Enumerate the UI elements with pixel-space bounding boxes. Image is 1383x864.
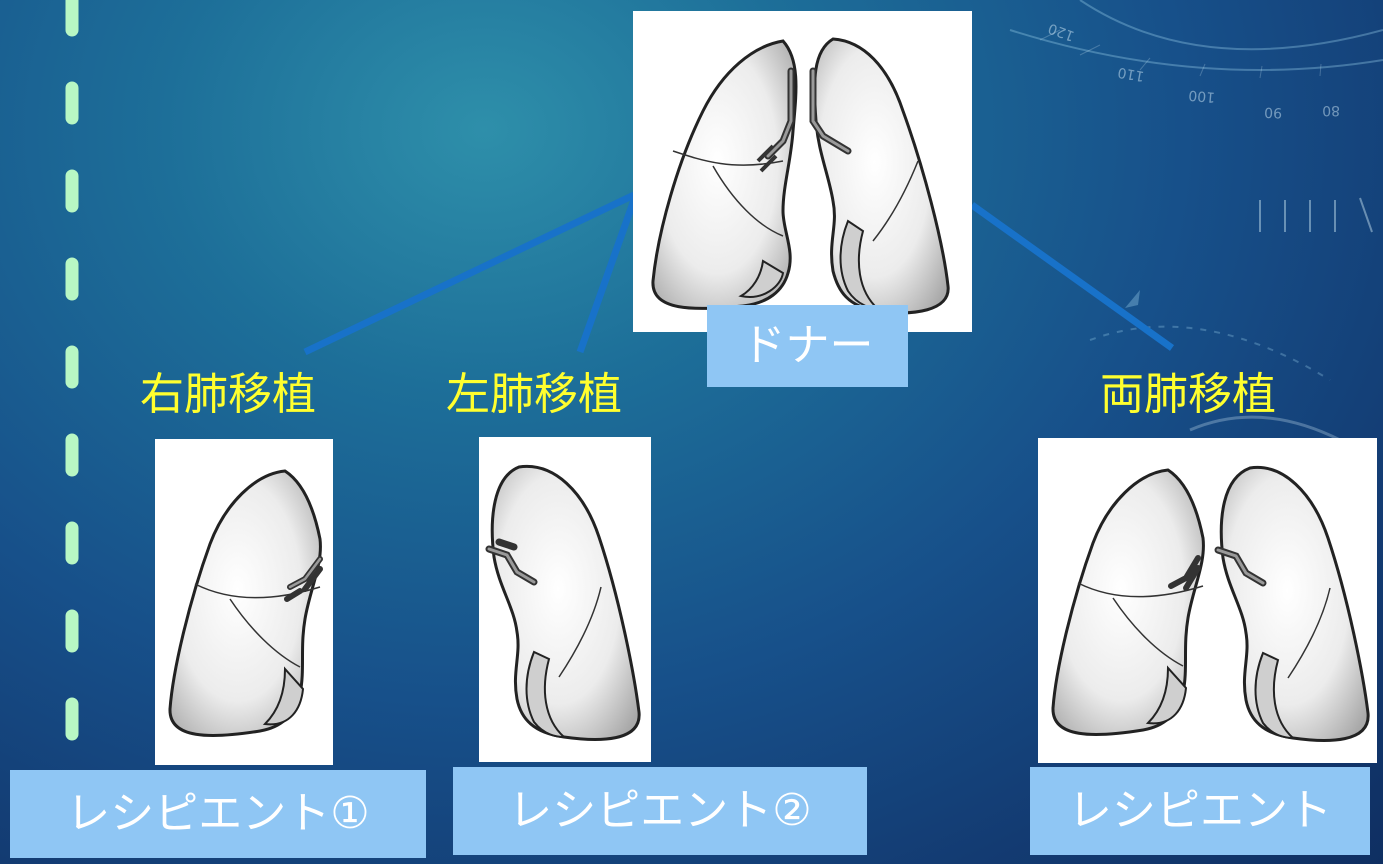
connector-right-lung [303, 191, 636, 356]
vertical-dashed-line [65, 0, 79, 787]
donor-lungs-card [633, 11, 972, 332]
recipient-3-lungs-card [1038, 438, 1377, 763]
donor-label: ドナー [707, 305, 908, 387]
donor-lungs-icon [651, 37, 950, 315]
recipient-1-lung-card [155, 439, 333, 765]
recipient-2-label: レシピエント② [453, 767, 867, 855]
recipient-3-label: レシピエント [1030, 767, 1370, 855]
connector-both-lungs [969, 202, 1175, 351]
recipient-2-lung-card [479, 437, 651, 762]
left-lung-transplant-title: 左肺移植 [446, 369, 622, 420]
right-lung-transplant-title: 右肺移植 [140, 369, 316, 420]
right-lung-icon [168, 469, 323, 738]
recipient-1-label: レシピエント① [10, 770, 426, 858]
connector-left-lung [576, 198, 638, 354]
double-lung-transplant-title: 両肺移植 [1100, 369, 1276, 420]
both-lungs-icon [1051, 465, 1370, 742]
left-lung-icon [485, 464, 641, 741]
